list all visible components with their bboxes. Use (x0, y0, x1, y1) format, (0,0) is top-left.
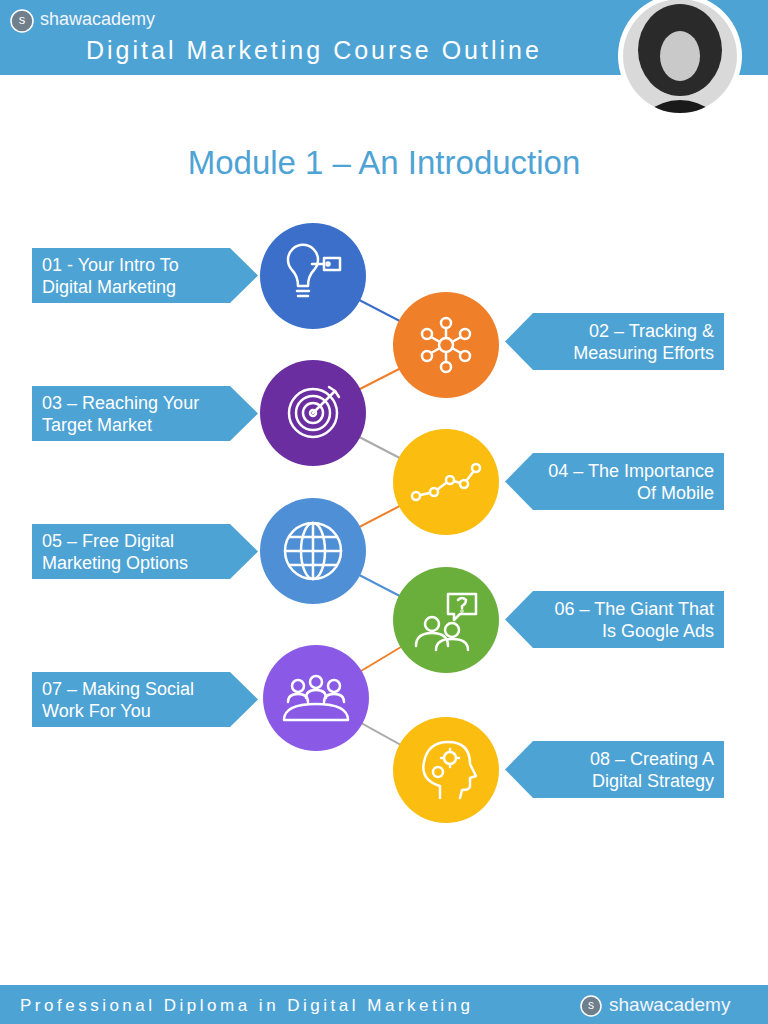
banner-texts: 03 – Reaching Your Target Market (42, 392, 224, 436)
topic-text: 02 – Tracking & Measuring Efforts (539, 320, 714, 364)
banner-fill (505, 591, 724, 648)
logo-badge (581, 996, 601, 1016)
banner-texts: 02 – Tracking & Measuring Efforts (539, 320, 714, 364)
topic-banner: 01 - Your Intro To Digital Marketing (32, 248, 258, 303)
banner-fill (32, 524, 258, 579)
footer-text: Professional Diploma in Digital Marketin… (20, 996, 473, 1016)
topic-text: 08 – Creating A Digital Strategy (539, 748, 714, 792)
logo-text: shawacademy (40, 9, 155, 30)
logo-text: shawacademy (609, 994, 730, 1016)
topic-banner: 08 – Creating A Digital Strategy (505, 741, 724, 798)
page-title: Digital Marketing Course Outline (86, 36, 542, 65)
module-heading: Module 1 – An Introduction (0, 144, 768, 182)
portrait-photo (618, 0, 742, 120)
topic-banner: 04 – The Importance Of Mobile (505, 453, 724, 510)
banner-texts: 01 - Your Intro To Digital Marketing (42, 254, 224, 298)
banner-fill (505, 313, 724, 370)
topic-banner: 06 – The Giant That Is Google Ads (505, 591, 724, 648)
topic-banner: 05 – Free Digital Marketing Options (32, 524, 258, 579)
banner-fill (32, 386, 258, 441)
banner-texts: 08 – Creating A Digital Strategy (539, 748, 714, 792)
banner-fill (32, 672, 258, 727)
topic-banner: 07 – Making Social Work For You (32, 672, 258, 727)
topic-text: 06 – The Giant That Is Google Ads (539, 598, 714, 642)
icons (284, 245, 480, 798)
logo-badge (11, 10, 33, 32)
banner-fill (505, 741, 724, 798)
topic-text: 03 – Reaching Your Target Market (42, 392, 224, 436)
topic-banner: 03 – Reaching Your Target Market (32, 386, 258, 441)
topic-text: 01 - Your Intro To Digital Marketing (42, 254, 224, 298)
banner-texts: 07 – Making Social Work For You (42, 678, 224, 722)
banner-fill (505, 453, 724, 510)
banner-fill (32, 248, 258, 303)
banner-texts: 05 – Free Digital Marketing Options (42, 530, 224, 574)
icon-circles (260, 223, 499, 823)
topic-text: 07 – Making Social Work For You (42, 678, 224, 722)
topic-banner: 02 – Tracking & Measuring Efforts (505, 313, 724, 370)
topic-text: 05 – Free Digital Marketing Options (42, 530, 224, 574)
logo-mark: s (17, 12, 27, 28)
footer-band (0, 985, 768, 1024)
topic-text: 04 – The Importance Of Mobile (539, 460, 714, 504)
banner-texts: 06 – The Giant That Is Google Ads (539, 598, 714, 642)
banner-texts: 04 – The Importance Of Mobile (539, 460, 714, 504)
logo-mark: s (586, 997, 596, 1013)
